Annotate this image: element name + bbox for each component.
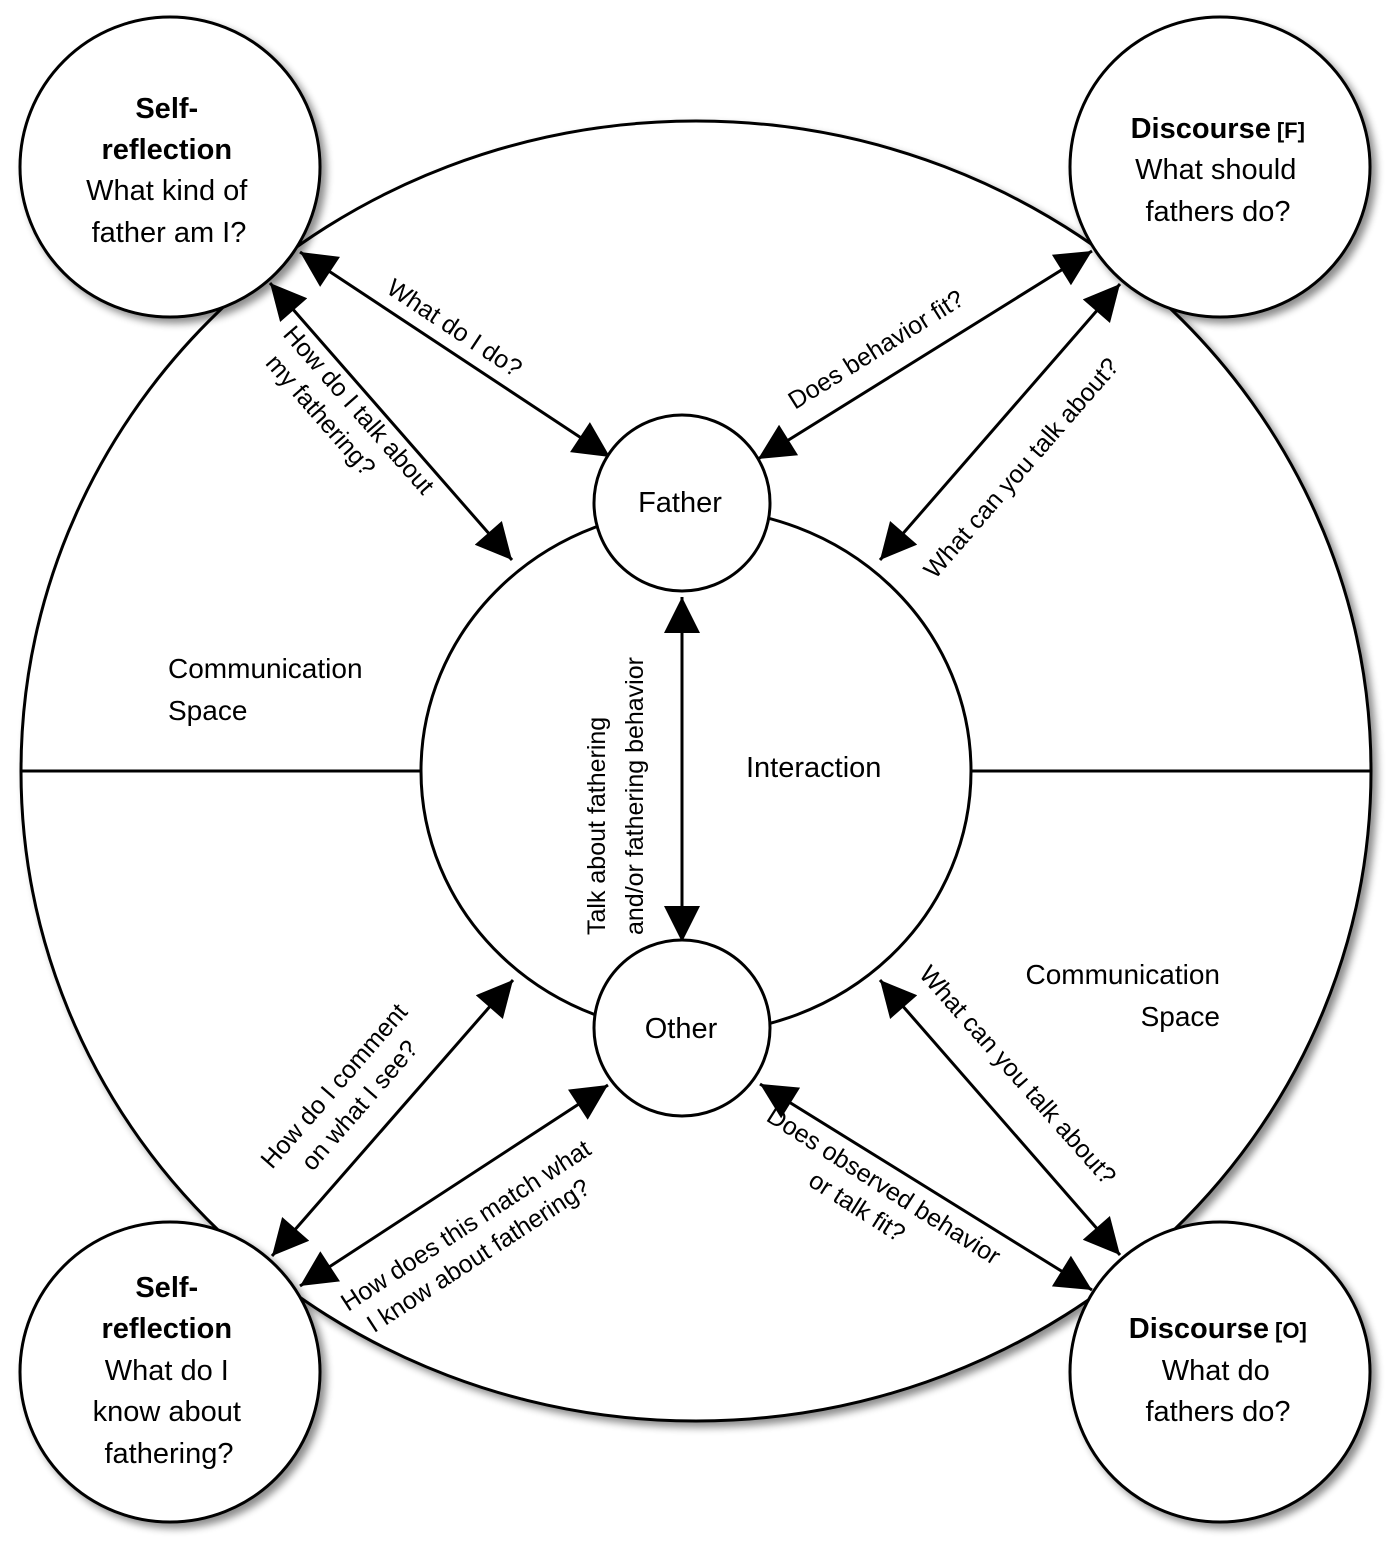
edges — [268, 249, 1122, 1292]
self-reflection-father-text: Self- reflection What kind of father am … — [86, 93, 252, 249]
discourse-other-text: Discourse[O] What do fathers do? — [1129, 1313, 1311, 1428]
interaction-label: Interaction — [746, 752, 881, 784]
other-label: Other — [645, 1013, 718, 1045]
father-label: Father — [638, 487, 722, 519]
edge-selfO-other — [299, 1083, 609, 1288]
father-node: Father — [592, 413, 772, 593]
other-node: Other — [592, 938, 772, 1118]
discourse-other-node: Discourse[O] What do fathers do? — [1068, 1220, 1372, 1524]
self-reflection-other-text: Self- reflection What do I know about fa… — [93, 1272, 246, 1470]
edge-discO-other — [759, 1082, 1093, 1292]
self-reflection-other-node: Self- reflection What do I know about fa… — [18, 1220, 322, 1524]
self-reflection-father-node: Self- reflection What kind of father am … — [18, 15, 322, 319]
edge-selfF-interaction — [268, 282, 514, 561]
discourse-father-node: Discourse[F] What should fathers do? — [1068, 15, 1372, 319]
edge-discF-interaction — [878, 283, 1122, 561]
discourse-father-text: Discourse[F] What should fathers do? — [1131, 113, 1310, 228]
